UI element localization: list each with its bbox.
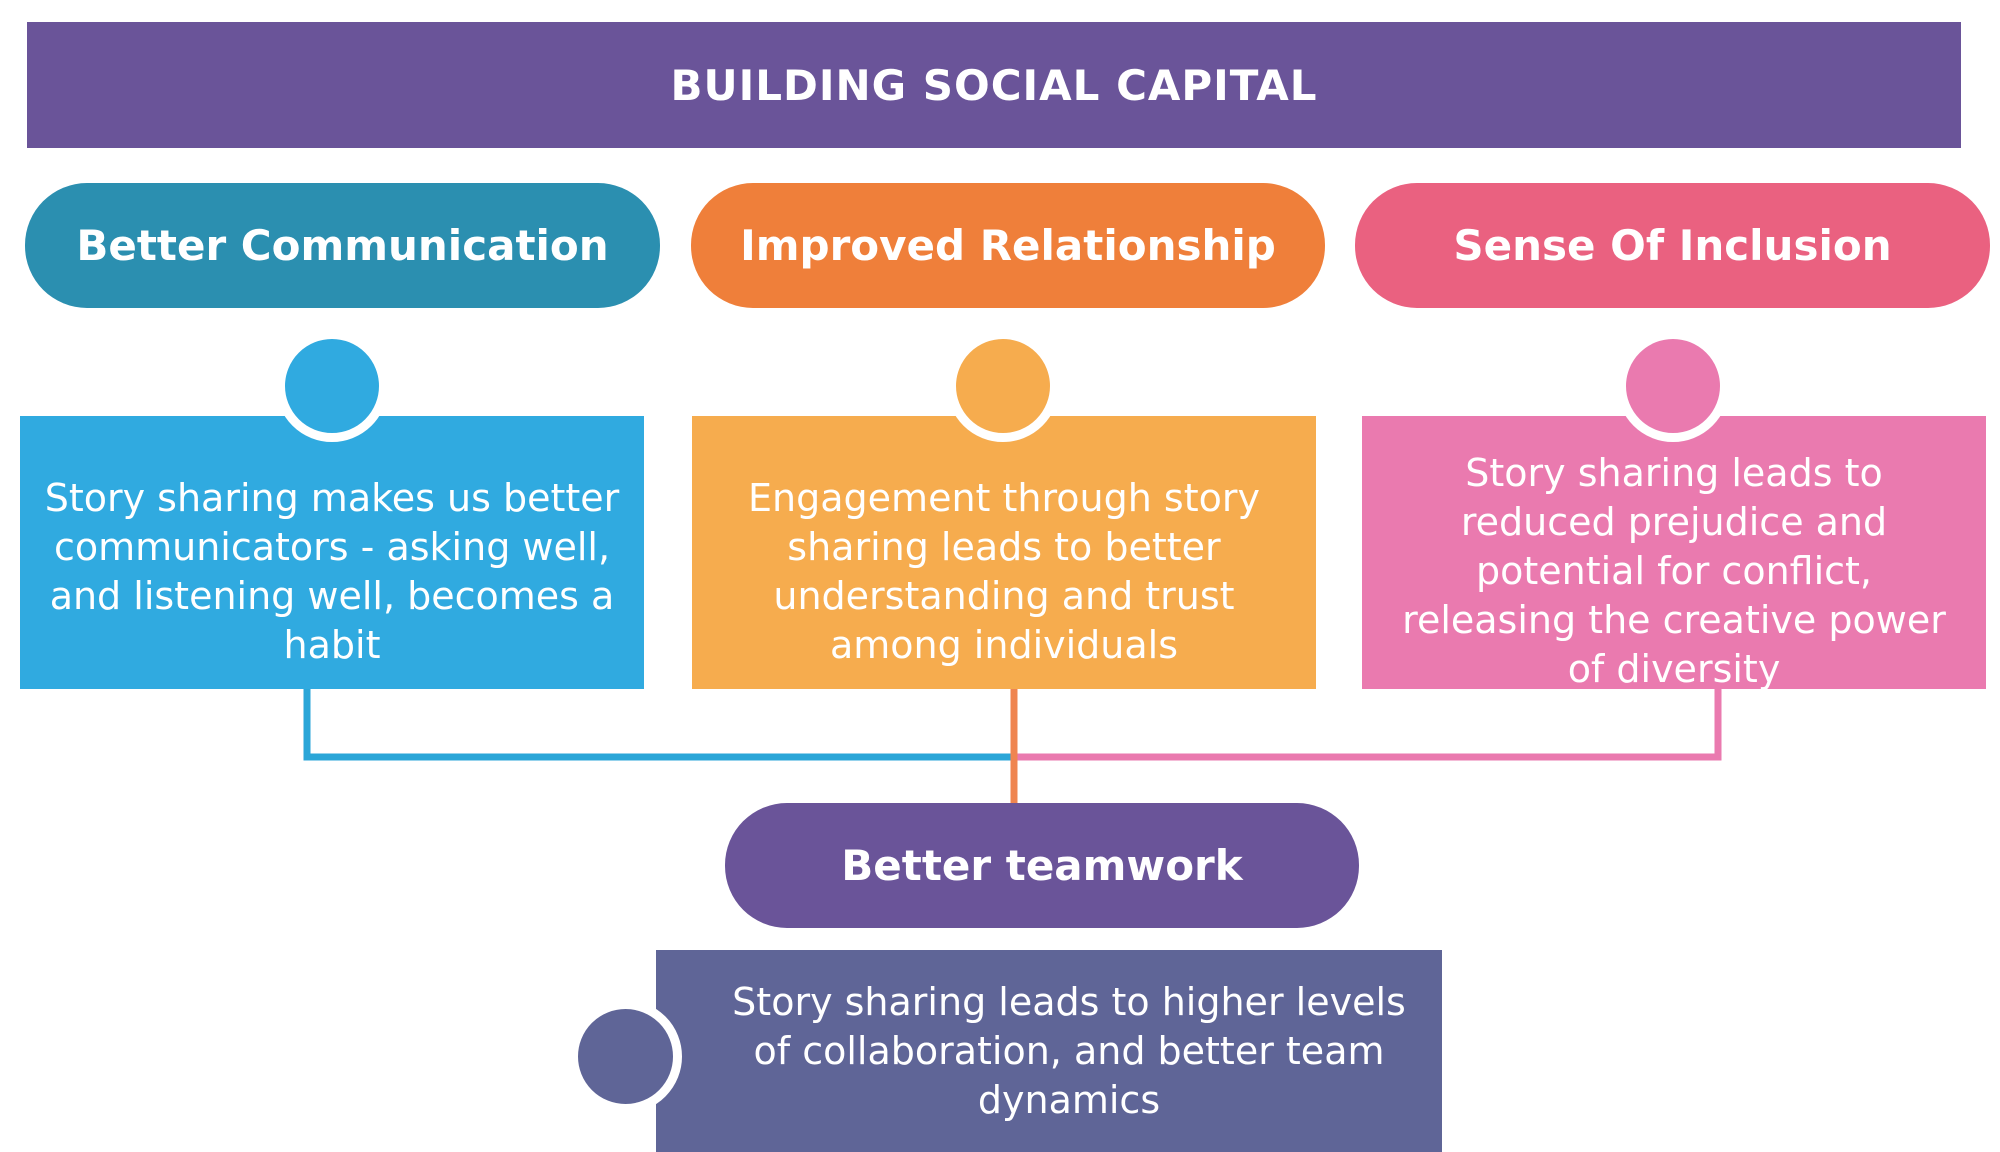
heading-label: Better teamwork	[841, 841, 1243, 890]
card-text: Engagement through story sharing leads t…	[748, 475, 1260, 667]
card-text: Story sharing leads to reduced prejudice…	[1402, 451, 1946, 691]
connector-communication	[303, 689, 1014, 761]
circle-marker-relationship	[947, 330, 1059, 442]
card-text: Story sharing leads to higher levels of …	[732, 979, 1406, 1122]
diagram-title: BUILDING SOCIAL CAPITAL	[670, 60, 1318, 110]
heading-better-teamwork: Better teamwork	[725, 803, 1359, 928]
card-improved-relationship: Engagement through story sharing leads t…	[692, 416, 1316, 689]
heading-sense-of-inclusion: Sense Of Inclusion	[1355, 183, 1990, 308]
title-banner: BUILDING SOCIAL CAPITAL	[27, 22, 1961, 148]
card-better-teamwork: Story sharing leads to higher levels of …	[656, 950, 1442, 1152]
circle-marker-inclusion	[1617, 330, 1729, 442]
card-better-communication: Story sharing makes us better communicat…	[20, 416, 644, 689]
circle-marker-communication	[276, 330, 388, 442]
connector-inclusion	[1014, 689, 1722, 761]
card-text: Story sharing makes us better communicat…	[44, 475, 620, 667]
circle-marker-teamwork	[569, 1000, 682, 1113]
heading-better-communication: Better Communication	[25, 183, 660, 308]
card-sense-of-inclusion: Story sharing leads to reduced prejudice…	[1362, 416, 1986, 691]
heading-label: Better Communication	[76, 221, 609, 270]
heading-label: Sense Of Inclusion	[1453, 221, 1892, 270]
heading-improved-relationship: Improved Relationship	[691, 183, 1325, 308]
heading-label: Improved Relationship	[740, 221, 1276, 270]
